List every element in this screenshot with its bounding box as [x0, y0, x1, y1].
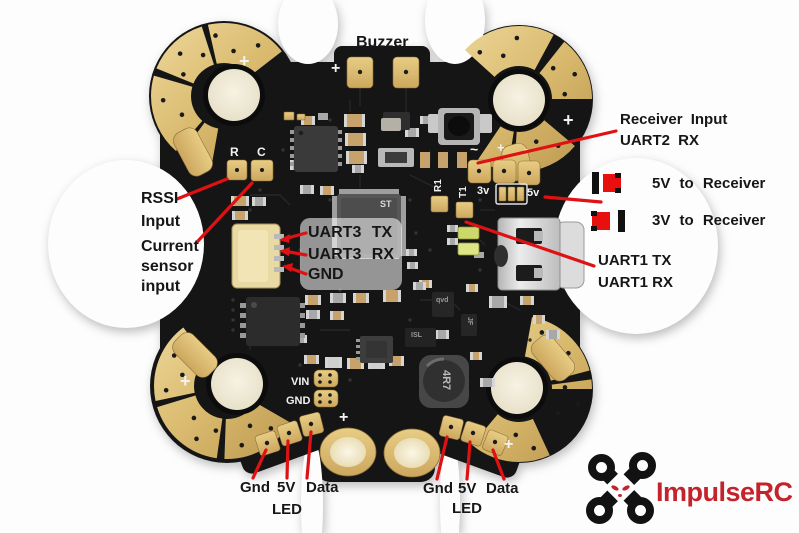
receiver-input-label-1: Receiver Input — [620, 111, 728, 128]
logo-ring — [588, 454, 615, 481]
led-left-gnd-label: Gnd — [240, 479, 270, 496]
jst-connector — [231, 223, 284, 289]
uart3-rx-label: UART3 RX — [308, 246, 395, 263]
plus-mark-bc: + — [339, 409, 349, 426]
baro-chip — [356, 336, 393, 363]
flash-chip — [240, 297, 305, 346]
buzzer-label: Buzzer — [356, 34, 409, 51]
current-label-2: sensor — [141, 258, 194, 275]
reg-marking: qvd — [436, 297, 449, 304]
uart1-tx-pad — [455, 201, 474, 219]
led-right-5v-label: 5V — [458, 480, 477, 497]
logo-ring — [586, 497, 613, 524]
mcu-st-logo: ST — [380, 199, 392, 209]
diode2-marking: JF — [466, 317, 473, 326]
plus-mark-buzzer: + — [331, 60, 341, 77]
silk-minus: - — [524, 141, 529, 157]
current-label-3: input — [141, 278, 181, 295]
regulator-ics — [378, 112, 477, 347]
silk-c: C — [257, 145, 266, 159]
uart1-tx-label: UART1 TX — [598, 252, 672, 269]
silk-3v: 3v — [477, 185, 490, 197]
recv-5v-label: 5V to Receiver — [652, 175, 766, 192]
silk-gnd: GND — [286, 395, 311, 407]
rssi-label-1: RSSI — [141, 190, 179, 207]
silk-r: R — [230, 145, 239, 159]
jumper-5v-icon — [592, 171, 625, 195]
board-edge-cutouts — [48, 0, 718, 334]
uart1-rx-label: UART1 RX — [598, 274, 674, 291]
jumper-3v-icon — [591, 209, 625, 233]
gyro-chip — [290, 126, 342, 172]
uart1-rx-pad — [430, 195, 449, 213]
uart3-gnd-label: GND — [308, 266, 344, 283]
recv-3v-label: 3V to Receiver — [652, 212, 766, 229]
silk-r1: R1 — [433, 179, 444, 192]
plus-mark-bl: + — [180, 371, 191, 391]
voltage-jumper-outline — [495, 183, 528, 205]
silk-t1: T1 — [458, 186, 469, 198]
silk-5v: 5v — [527, 187, 540, 199]
gnd-pad — [313, 389, 339, 408]
silk-tilde: ~ — [470, 141, 479, 157]
plus-mark-br: + — [504, 436, 514, 453]
led-left-5v-label: 5V — [277, 479, 296, 496]
crystal — [381, 118, 401, 131]
pad-holes — [235, 69, 532, 446]
rssi-label-2: Input — [141, 213, 181, 230]
inductor — [419, 355, 469, 408]
inductor-marking: 4R7 — [440, 370, 452, 391]
usb-connector — [494, 217, 585, 291]
boot-button — [428, 108, 492, 145]
plus-mark-tl: + — [239, 51, 250, 71]
logo-ring — [627, 497, 654, 524]
led-right-gnd-label: Gnd — [423, 480, 453, 497]
led-right-led-label: LED — [452, 500, 482, 517]
led-left-data-label: Data — [306, 479, 339, 496]
diode1-marking: ISL — [411, 332, 422, 339]
logo-ring — [629, 452, 656, 479]
battery-pads — [319, 427, 441, 478]
impulserc-logo-icon — [578, 446, 662, 532]
led-right-data-label: Data — [486, 480, 519, 497]
receiver-input-label-2: UART2 RX — [620, 132, 700, 149]
uart3-tx-label: UART3 TX — [308, 224, 393, 241]
uart3-label-backdrop — [300, 218, 402, 290]
vin-pad — [313, 369, 339, 388]
plus-mark-tr: + — [563, 110, 574, 130]
led-left-led-label: LED — [272, 501, 302, 518]
impulserc-logo-text: ImpulseRC — [656, 477, 793, 507]
silk-vin: VIN — [291, 376, 310, 388]
silk-plus: + — [497, 140, 505, 155]
current-label-1: Current — [141, 238, 199, 255]
